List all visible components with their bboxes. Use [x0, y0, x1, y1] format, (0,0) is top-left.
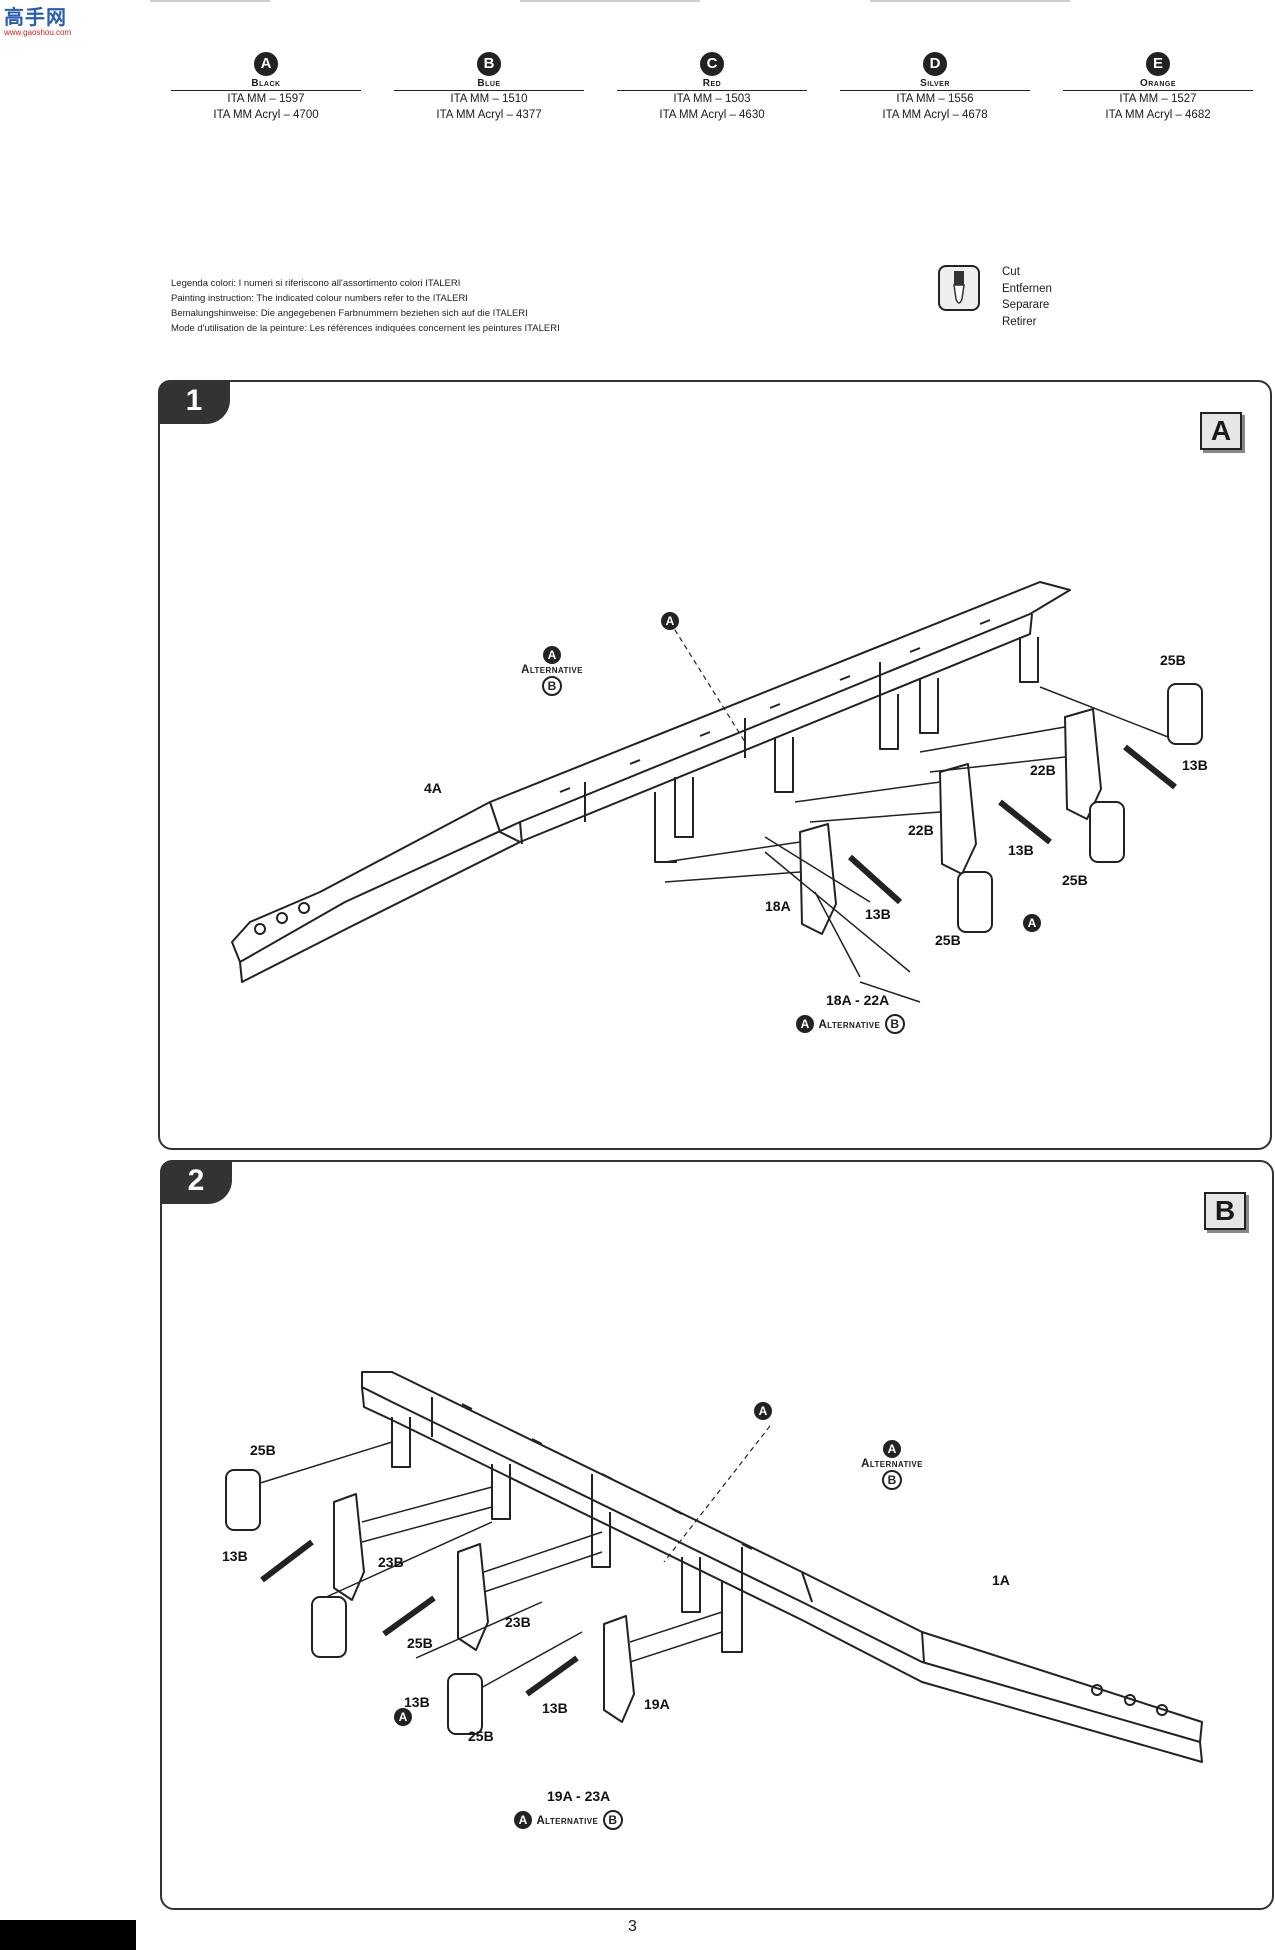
color-acryl-code: ITA MM Acryl – 4630	[659, 109, 765, 121]
color-a-badge: A	[1023, 914, 1041, 932]
label-shock-top: 13B	[1182, 757, 1208, 773]
watermark-text: 高手网	[4, 7, 67, 29]
color-name: Black	[171, 78, 361, 91]
step-1-drawing	[231, 581, 1203, 1003]
color-a-badge: A	[514, 1811, 532, 1829]
label-shock-top: 13B	[222, 1548, 248, 1564]
step-2-panel: 2 B 1A A Alternative B A 25B 13B 23B 25B…	[160, 1160, 1274, 1910]
label-bag-mid: 25B	[1062, 872, 1088, 888]
color-swatch-blue: B Blue ITA MM – 1510 ITA MM Acryl – 4377	[394, 52, 584, 123]
cut-label-de: Entfernen	[1002, 282, 1052, 295]
label-bag-low: 25B	[935, 932, 961, 948]
color-a-badge: A	[796, 1015, 814, 1033]
painting-instruction-note: Legenda colori: I numeri si riferiscono …	[171, 276, 560, 336]
label-pair: 18A - 22A	[826, 992, 890, 1008]
color-b-badge: B	[882, 1470, 902, 1490]
color-mm-code: ITA MM – 1556	[896, 93, 974, 105]
color-badge: E	[1146, 52, 1170, 76]
top-hairline	[870, 0, 1070, 2]
alternative-callout: A Alternative B	[857, 1440, 927, 1490]
note-line-en: Painting instruction: The indicated colo…	[171, 293, 468, 304]
cut-legend: Cut Entfernen Separare Retirer	[1002, 264, 1052, 330]
label-bag-top: 25B	[250, 1442, 276, 1458]
color-a-badge: A	[543, 646, 561, 664]
label-bag-low: 25B	[468, 1728, 494, 1744]
cut-label-fr: Retirer	[1002, 315, 1037, 328]
footer-bar	[0, 1920, 136, 1950]
step-number: 2	[160, 1160, 232, 1204]
color-acryl-code: ITA MM Acryl – 4682	[1105, 109, 1211, 121]
alternative-callout: A Alternative B	[514, 1810, 623, 1830]
color-a-badge: A	[754, 1402, 772, 1420]
watermark-logo: 高手网 www.gaoshou.com	[4, 8, 74, 42]
alternative-callout: A Alternative B	[796, 1014, 905, 1034]
color-mm-code: ITA MM – 1510	[450, 93, 528, 105]
color-b-badge: B	[542, 676, 562, 696]
color-b-badge: B	[884, 1014, 905, 1034]
label-frame: 1A	[992, 1572, 1010, 1588]
color-name: Red	[617, 78, 807, 91]
color-mm-code: ITA MM – 1527	[1119, 93, 1197, 105]
label-shock-mid: 13B	[1008, 842, 1034, 858]
color-swatch-black: A Black ITA MM – 1597 ITA MM Acryl – 470…	[171, 52, 361, 123]
label-arm-low: 18A	[765, 898, 791, 914]
label-arm-mid: 22B	[908, 822, 934, 838]
watermark-url: www.gaoshou.com	[4, 28, 72, 37]
top-hairline	[520, 0, 700, 2]
color-swatch-silver: D Silver ITA MM – 1556 ITA MM Acryl – 46…	[840, 52, 1030, 123]
color-a-badge: A	[883, 1440, 901, 1458]
alternative-text: Alternative	[818, 1019, 881, 1031]
step-number: 1	[158, 380, 230, 424]
color-name: Blue	[394, 78, 584, 91]
note-line-fr: Mode d'utilisation de la peinture: Les r…	[171, 323, 560, 334]
alternative-text: Alternative	[536, 1815, 599, 1827]
cut-label-it: Separare	[1002, 299, 1050, 311]
label-shock-low: 13B	[865, 906, 891, 922]
color-mm-code: ITA MM – 1503	[673, 93, 751, 105]
step-2-drawing	[225, 1371, 1203, 1763]
step-1-panel: 1 A 4A A Alternative B A 25B 13B 22B 22B…	[158, 380, 1272, 1150]
alternative-text: Alternative	[521, 664, 583, 676]
label-arm-low: 19A	[644, 1696, 670, 1712]
label-shock-mid: 13B	[404, 1694, 430, 1710]
label-pair: 19A - 23A	[547, 1788, 611, 1804]
color-a-badge: A	[394, 1708, 412, 1726]
color-badge: B	[477, 52, 501, 76]
color-name: Silver	[840, 78, 1030, 91]
color-badge: C	[700, 52, 724, 76]
top-hairline	[150, 0, 270, 2]
color-mm-code: ITA MM – 1597	[227, 93, 305, 105]
alternative-text: Alternative	[861, 1458, 923, 1470]
color-a-badge: A	[661, 612, 679, 630]
cut-label-en: Cut	[1002, 266, 1020, 278]
color-swatch-red: C Red ITA MM – 1503 ITA MM Acryl – 4630	[617, 52, 807, 123]
color-badge: A	[254, 52, 278, 76]
color-b-badge: B	[602, 1810, 623, 1830]
label-arm-top: 22B	[1030, 762, 1056, 778]
color-name: Orange	[1063, 78, 1253, 91]
page-number: 3	[628, 1918, 637, 1935]
label-arm-top: 23B	[378, 1554, 404, 1570]
color-swatch-orange: E Orange ITA MM – 1527 ITA MM Acryl – 46…	[1063, 52, 1253, 123]
label-bag-top: 25B	[1160, 652, 1186, 668]
color-badge: D	[923, 52, 947, 76]
label-shock-low: 13B	[542, 1700, 568, 1716]
label-frame: 4A	[424, 780, 442, 796]
label-bag-mid: 25B	[407, 1635, 433, 1651]
label-arm-mid: 23B	[505, 1614, 531, 1630]
color-acryl-code: ITA MM Acryl – 4700	[213, 109, 319, 121]
color-acryl-code: ITA MM Acryl – 4678	[882, 109, 988, 121]
color-acryl-code: ITA MM Acryl – 4377	[436, 109, 542, 121]
knife-icon	[938, 265, 980, 311]
note-line-it: Legenda colori: I numeri si riferiscono …	[171, 278, 461, 289]
alternative-callout: A Alternative B	[517, 646, 587, 696]
sprue-badge: A	[1200, 412, 1242, 450]
note-line-de: Bemalungshinweise: Die angegebenen Farbn…	[171, 308, 528, 319]
sprue-badge: B	[1204, 1192, 1246, 1230]
